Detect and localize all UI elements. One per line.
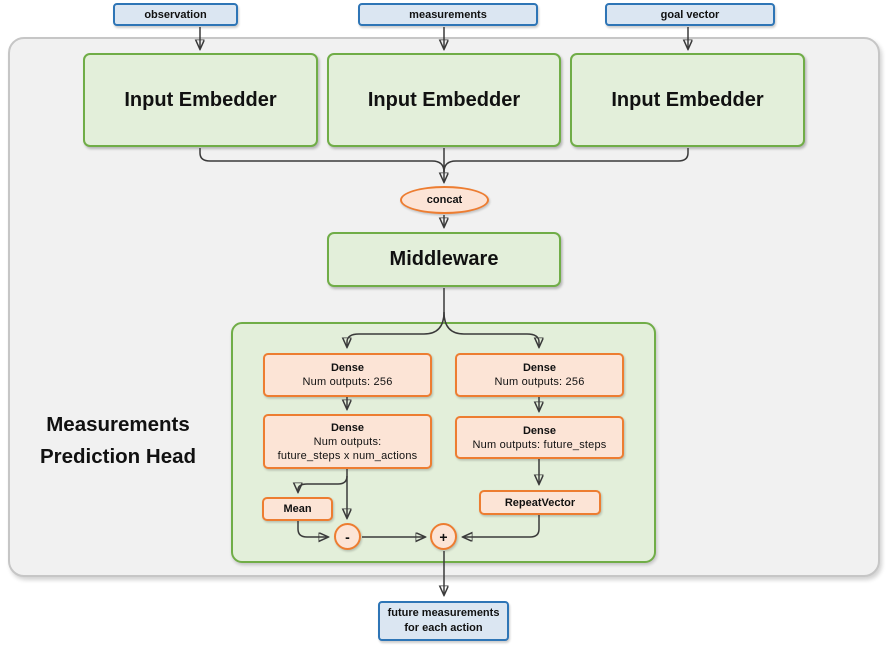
prediction-head-title: Measurements Prediction Head <box>18 409 218 473</box>
repeat-vector-node: RepeatVector <box>479 490 601 515</box>
dense-left-2-outputs: Num outputs: <box>313 435 382 448</box>
dense-left-1-title: Dense <box>330 362 365 374</box>
output-node: future measurements for each action <box>378 601 509 641</box>
input-embedder-1-label: Input Embedder <box>124 88 277 111</box>
dense-node-right-2: Dense Num outputs: future_steps <box>455 416 624 459</box>
dense-left-1-outputs: Num outputs: 256 <box>302 376 393 388</box>
prediction-head-title-line2: Prediction Head <box>39 445 197 468</box>
input-embedder-2-label: Input Embedder <box>367 88 521 111</box>
dense-left-2-outputs-detail: future_steps x num_actions <box>277 449 418 462</box>
input-node-goal-vector: goal vector <box>605 3 775 26</box>
concat-node-label: concat <box>426 194 463 206</box>
input-node-measurements: measurements <box>358 3 538 26</box>
dense-node-right-1: Dense Num outputs: 256 <box>455 353 624 397</box>
mean-node: Mean <box>262 497 333 521</box>
middleware-node-label: Middleware <box>389 248 499 270</box>
dense-right-1-outputs: Num outputs: 256 <box>494 376 585 388</box>
input-embedder-node-2: Input Embedder <box>327 53 561 147</box>
input-embedder-node-3: Input Embedder <box>570 53 805 147</box>
middleware-node: Middleware <box>327 232 561 287</box>
dense-left-2-title: Dense <box>330 421 365 434</box>
subtract-node: - <box>334 523 361 550</box>
input-node-observation-label: observation <box>144 8 207 21</box>
input-embedder-3-label: Input Embedder <box>611 88 764 111</box>
dense-right-1-title: Dense <box>522 362 557 374</box>
add-node-symbol: + <box>439 528 448 545</box>
input-node-measurements-label: measurements <box>409 8 487 21</box>
output-node-line1: future measurements <box>387 607 500 619</box>
dense-node-left-2: Dense Num outputs: future_steps x num_ac… <box>263 414 432 469</box>
mean-node-label: Mean <box>283 503 312 515</box>
add-node: + <box>430 523 457 550</box>
dense-node-left-1: Dense Num outputs: 256 <box>263 353 432 397</box>
input-node-goal-vector-label: goal vector <box>660 8 720 21</box>
subtract-node-symbol: - <box>345 528 350 545</box>
repeat-vector-node-label: RepeatVector <box>504 496 576 509</box>
output-node-line2: for each action <box>404 622 483 634</box>
input-node-observation: observation <box>113 3 238 26</box>
input-embedder-node-1: Input Embedder <box>83 53 318 147</box>
dense-right-2-title: Dense <box>522 424 557 437</box>
prediction-head-title-line1: Measurements <box>46 413 190 436</box>
concat-node: concat <box>400 186 489 214</box>
dense-right-2-outputs: Num outputs: future_steps <box>472 438 607 451</box>
